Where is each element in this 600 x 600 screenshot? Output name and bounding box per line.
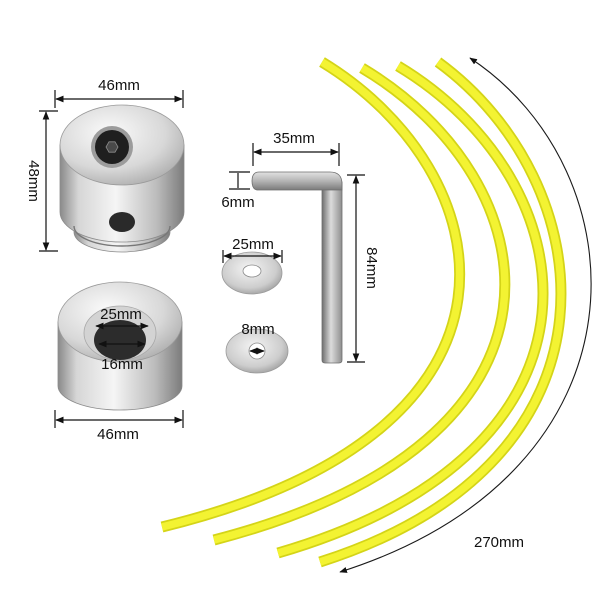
trimmer-lines — [160, 57, 567, 568]
cutting-head — [59, 104, 185, 253]
key-short-arm-label: 35mm — [273, 130, 315, 147]
dimension-arc — [339, 57, 592, 573]
hex-key-long-arm — [321, 181, 343, 364]
head-width-label: 46mm — [98, 77, 140, 94]
key-long-arm-dimension: 84mm — [347, 174, 380, 363]
cup-width-dimension: 46mm — [54, 410, 184, 443]
line-length-dimension: 270mm — [339, 57, 592, 573]
cup-outer-hole-dimension: 25mm — [95, 306, 149, 330]
large-washer-dimension: 25mm — [222, 236, 283, 263]
cup-outer-hole-label: 25mm — [100, 306, 142, 323]
base-cup-hole — [94, 320, 146, 360]
cup-inner-hole-label: 16mm — [101, 356, 143, 373]
hex-socket — [105, 141, 119, 153]
cutting-head-side-hole — [109, 212, 135, 232]
hex-key-short-arm — [251, 171, 343, 191]
large-washer-label: 25mm — [232, 236, 274, 253]
key-long-arm-label: 84mm — [363, 247, 380, 289]
head-height-label: 48mm — [25, 160, 42, 202]
head-height-dimension: 48mm — [25, 110, 58, 252]
large-washer-hole — [242, 264, 262, 278]
large-washer — [221, 251, 283, 295]
key-thickness-label: 6mm — [221, 194, 254, 211]
small-washer-dimension: 8mm — [241, 321, 275, 355]
head-width-dimension: 46mm — [54, 77, 184, 108]
cup-inner-hole-dimension: 16mm — [98, 340, 146, 373]
cup-width-label: 46mm — [97, 426, 139, 443]
key-short-arm-dimension: 35mm — [252, 130, 340, 166]
line-length-label: 270mm — [474, 534, 524, 551]
base-cup — [57, 281, 183, 411]
cutting-head-groove — [73, 225, 171, 247]
small-washer-label: 8mm — [241, 321, 274, 338]
key-thickness-dimension: 6mm — [221, 171, 255, 211]
